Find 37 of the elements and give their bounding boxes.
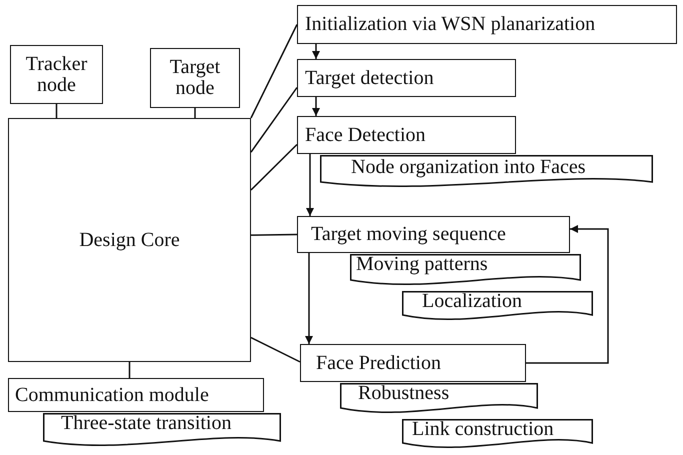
- box-label: Design Core: [79, 230, 180, 250]
- box-label: Tracker node: [24, 54, 88, 96]
- arrow: [526, 224, 609, 364]
- box-label: Target detection: [305, 68, 434, 88]
- box-label: Moving patterns: [356, 254, 488, 275]
- arrow: [312, 44, 320, 59]
- box-label: Localization: [422, 291, 522, 312]
- process-box: [150, 48, 240, 108]
- process-box: [297, 5, 677, 44]
- arrow: [306, 154, 314, 216]
- process-box: [8, 118, 251, 362]
- box-label: Target node: [168, 57, 222, 99]
- connector-line: [56, 104, 58, 118]
- process-box: [297, 216, 570, 253]
- connector-line: [250, 234, 298, 236]
- box-label: Face Detection: [305, 124, 426, 146]
- connector-line: [250, 87, 298, 153]
- connector-line: [194, 108, 196, 118]
- process-box: [300, 344, 526, 382]
- box-label: Target moving sequence: [311, 224, 506, 245]
- box-label: Face Prediction: [316, 352, 441, 374]
- arrow: [312, 97, 320, 116]
- box-label: Communication module: [15, 384, 209, 406]
- connector-line: [128, 362, 130, 378]
- box-label: Three-state transition: [61, 413, 232, 434]
- connector-line: [250, 24, 298, 118]
- process-box: [8, 378, 264, 412]
- box-label: Node organization into Faces: [351, 157, 586, 178]
- box-label: Initialization via WSN planarization: [305, 14, 596, 35]
- process-box: [297, 59, 516, 97]
- process-box: [10, 45, 103, 104]
- box-label: Robustness: [358, 383, 450, 404]
- connector-line: [250, 336, 300, 363]
- process-box: [297, 116, 516, 154]
- arrow: [305, 253, 313, 344]
- box-label: Link construction: [412, 419, 554, 440]
- connector-line: [250, 144, 298, 191]
